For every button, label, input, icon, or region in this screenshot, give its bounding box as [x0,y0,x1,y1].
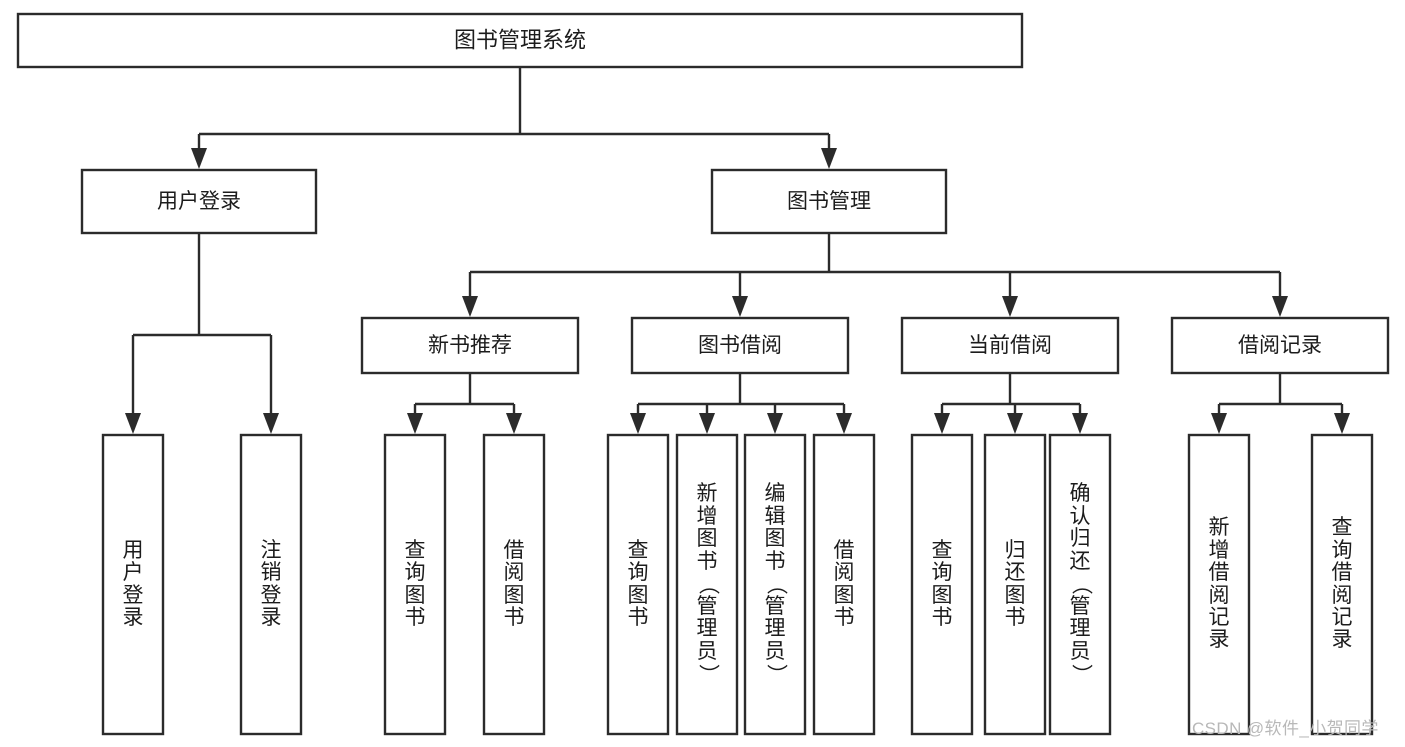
arrow-head-icon [1002,296,1018,317]
connector-root-to-level2 [191,67,837,169]
arrow-head-icon [1211,413,1227,434]
connector-record-to-leaves [1211,373,1350,434]
node-box-leaf-query-book-c[interactable] [910,433,974,736]
arrow-head-icon [630,413,646,434]
arrow-head-icon [125,413,141,434]
node-box-new-book-recommend[interactable] [360,316,580,375]
arrow-head-icon [506,413,522,434]
arrow-head-icon [407,413,423,434]
node-box-book-manage[interactable] [710,168,948,235]
connectors-layer [125,67,1350,434]
connector-userlogin-to-leaves [125,233,279,434]
node-box-leaf-query-book-b[interactable] [606,433,670,736]
arrow-head-icon [1334,413,1350,434]
arrow-head-icon [462,296,478,317]
node-box-book-borrow[interactable] [630,316,850,375]
node-label-root: 图书管理系统 [454,27,586,52]
connector-recommend-to-leaves [407,373,522,434]
node-box-leaf-add-book[interactable] [675,433,739,736]
node-box-leaf-add-record[interactable] [1187,433,1251,736]
arrow-head-icon [1072,413,1088,434]
node-label-borrow-record: 借阅记录 [1238,334,1322,357]
node-label-book-manage: 图书管理 [787,190,871,213]
node-box-leaf-user-login[interactable] [101,433,165,736]
node-box-leaf-logout[interactable] [239,433,303,736]
arrow-head-icon [191,148,207,169]
connector-bookmanage-to-level3 [462,233,1288,317]
node-label-current-borrow: 当前借阅 [968,334,1052,357]
node-box-user-login[interactable] [80,168,318,235]
node-box-leaf-query-book-a[interactable] [383,433,447,736]
arrow-head-icon [934,413,950,434]
arrow-head-icon [821,148,837,169]
node-box-leaf-query-record[interactable] [1310,433,1374,736]
node-box-leaf-edit-book[interactable] [743,433,807,736]
arrow-head-icon [1007,413,1023,434]
arrow-head-icon [263,413,279,434]
node-box-borrow-record[interactable] [1170,316,1390,375]
node-label-book-borrow: 图书借阅 [698,334,782,357]
node-box-leaf-confirm-return[interactable] [1048,433,1112,736]
node-label-user-login: 用户登录 [157,190,241,213]
arrow-head-icon [767,413,783,434]
arrow-head-icon [699,413,715,434]
arrow-head-icon [1272,296,1288,317]
arrow-head-icon [836,413,852,434]
node-box-leaf-return-book[interactable] [983,433,1047,736]
csdn-watermark: CSDN @软件_小贺同学 [1192,719,1379,738]
node-box-root[interactable] [16,12,1024,69]
connector-current-to-leaves [934,373,1088,434]
connector-borrow-to-leaves [630,373,852,434]
node-label-new-book-recommend: 新书推荐 [428,334,512,357]
arrow-head-icon [732,296,748,317]
node-box-leaf-borrow-book-a[interactable] [482,433,546,736]
node-box-current-borrow[interactable] [900,316,1120,375]
node-box-leaf-borrow-book-b[interactable] [812,433,876,736]
node-boxes-layer [16,12,1390,736]
